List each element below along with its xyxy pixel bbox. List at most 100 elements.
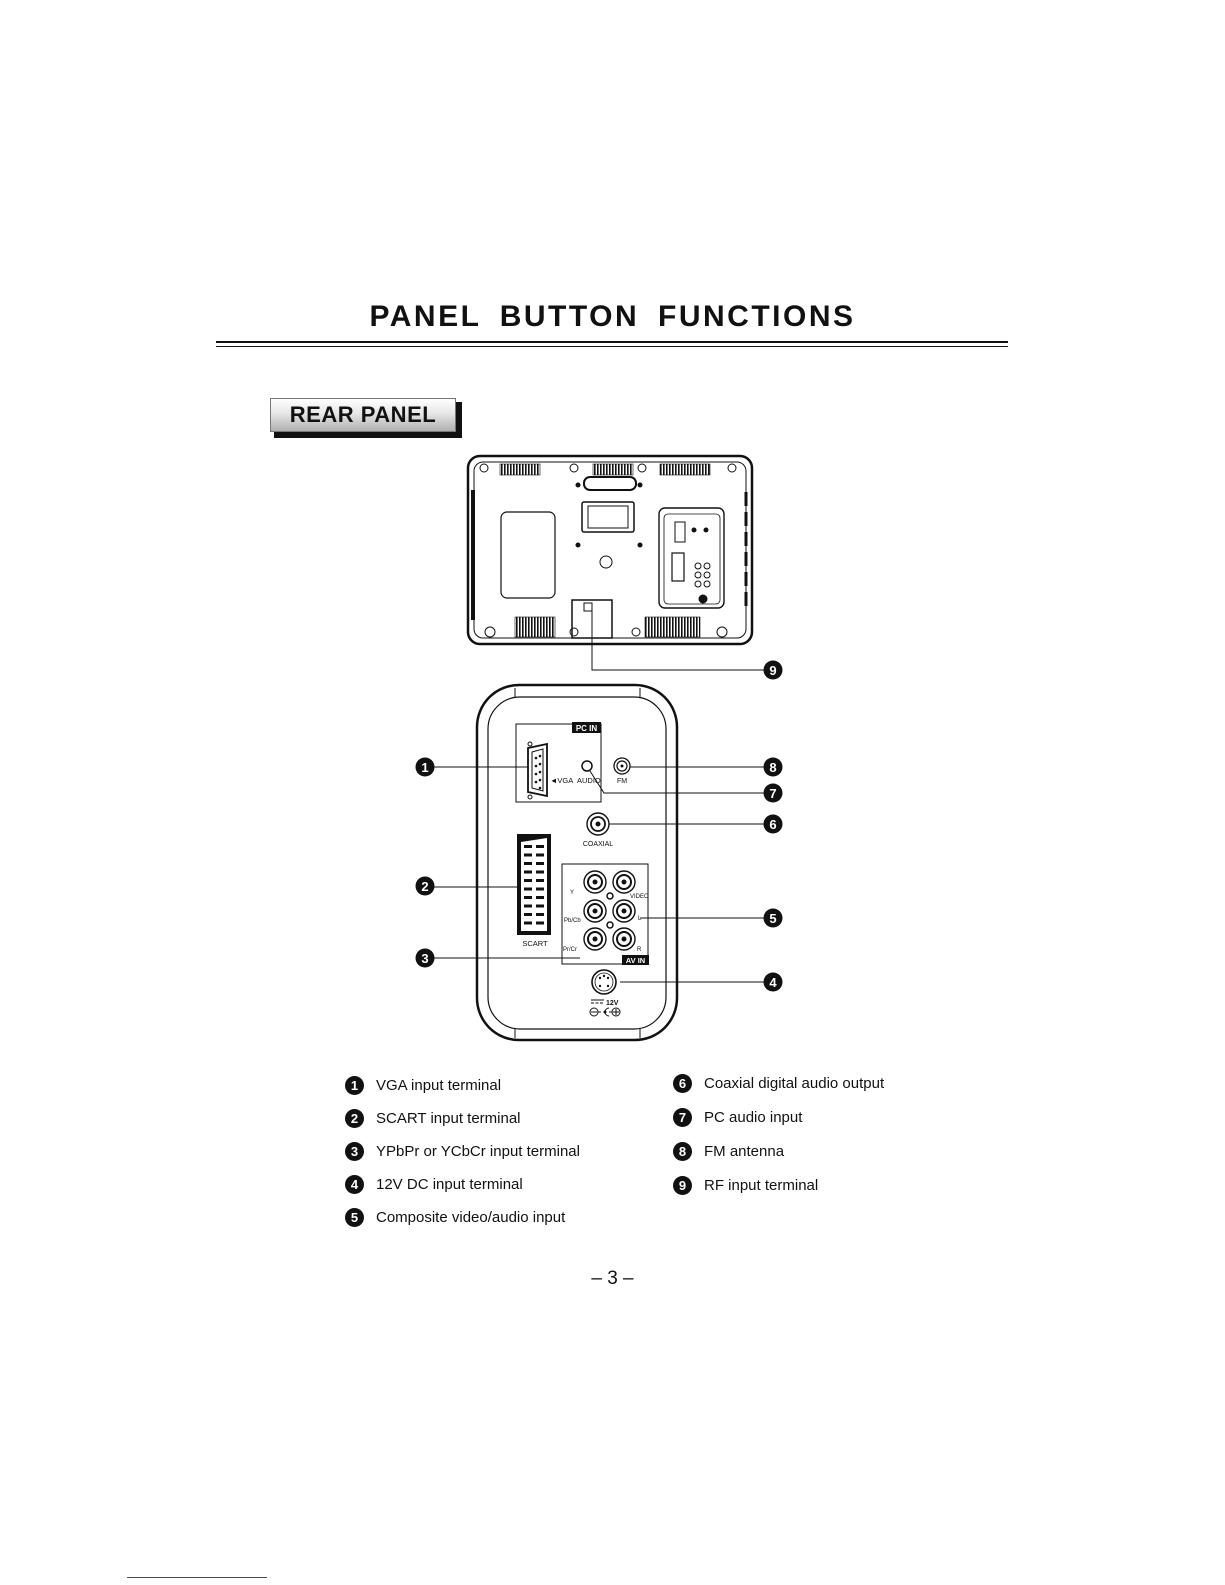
tv-port-panel [658, 507, 725, 609]
footer-link-underline [127, 1577, 267, 1578]
scart-pin [524, 862, 532, 865]
legend-badge-1: 1 [345, 1075, 364, 1095]
scart-pin [524, 879, 532, 882]
callout-1-text: 1 [421, 760, 428, 775]
scart-label: SCART [522, 939, 548, 948]
scart-pin [524, 845, 532, 848]
rca-jack [592, 879, 598, 885]
callout-2-text: 2 [421, 879, 428, 894]
rear-panel-diagram: PC IN ◄VGA AUDIO FM COAXIAL SCART AV IN [415, 454, 783, 1042]
tv-bracket-inner [587, 505, 629, 529]
r-label: R [637, 947, 642, 953]
audio-label: AUDIO [577, 776, 601, 785]
fm-connector-pin [620, 764, 624, 768]
legend-text-1: VGA input terminal [376, 1076, 502, 1094]
rca-jack [592, 908, 598, 914]
callout-5: 5 [763, 908, 783, 928]
mount-hole [575, 542, 581, 548]
vga-pins [534, 754, 542, 790]
rca-jack [592, 936, 598, 942]
rca-ground [606, 921, 614, 929]
callout-3: 3 [415, 948, 435, 968]
callout-6-text: 6 [769, 817, 776, 832]
rca-jack [621, 908, 627, 914]
rca-ground [606, 892, 614, 900]
vga-connector-inner [531, 748, 544, 792]
rca-jack [583, 927, 607, 951]
legend-badge-2: 2 [345, 1108, 364, 1128]
rca-jack [587, 903, 603, 919]
scart-pin [524, 904, 532, 908]
legend-text-9: RF input terminal [704, 1176, 819, 1194]
legend-badge-8: 8 [673, 1141, 692, 1161]
dc-jack-ring [594, 972, 614, 992]
tv-rear-label-area [500, 511, 556, 599]
pb-cb-label: Pb/Cb [564, 918, 581, 924]
tv-bracket [581, 501, 635, 533]
scart-pin [536, 862, 544, 865]
callout-6: 6 [763, 814, 783, 834]
rca-jack [587, 874, 603, 890]
vga-screw [527, 794, 533, 800]
pr-cr-label: Pr/Cr [563, 947, 577, 953]
rca-jack [621, 936, 627, 942]
tv-rf-port [583, 602, 593, 612]
page-title: PANEL BUTTON FUNCTIONS [369, 300, 856, 333]
scart-pin [524, 913, 532, 916]
scart-connector-slot [521, 838, 547, 931]
legend-item-2: 2 SCART input terminal [345, 1104, 645, 1132]
tv-rca [703, 562, 711, 570]
title-rule-bottom [216, 346, 1008, 347]
rca-jack [583, 870, 607, 894]
legend-text-8: FM antenna [704, 1142, 785, 1160]
legend-text-3: YPbPr or YCbCr input terminal [376, 1142, 580, 1160]
scart-pin [536, 870, 544, 874]
scart-pins [524, 845, 544, 925]
rca-jack [616, 931, 632, 947]
screw-top-right [727, 463, 737, 473]
fm-label: FM [617, 778, 627, 785]
callout-8: 8 [763, 757, 783, 777]
scart-pin [524, 921, 532, 925]
callout-8-text: 8 [769, 760, 776, 775]
polarity-symbol [589, 1007, 621, 1017]
av-in-label: AV IN [626, 956, 645, 965]
legend-text-7: PC audio input [704, 1108, 803, 1126]
pc-in-label: PC IN [576, 724, 598, 733]
av-in-tag [622, 955, 649, 965]
l-label: L [638, 916, 642, 922]
scart-pin [536, 853, 544, 857]
pc-in-frame [515, 723, 602, 803]
scart-pin [536, 896, 544, 899]
rca-jack [612, 927, 636, 951]
mount-hole [637, 542, 643, 548]
rca-jack [583, 899, 607, 923]
vent-top-left [499, 463, 541, 476]
rca-jack [612, 899, 636, 923]
legend-text-2: SCART input terminal [376, 1109, 521, 1127]
legend-badge-3: 3 [345, 1141, 364, 1161]
callout-5-text: 5 [769, 911, 776, 926]
callout-7-text: 7 [769, 786, 776, 801]
scart-pin [524, 896, 532, 899]
scart-pin [536, 913, 544, 916]
scart-pin [524, 853, 532, 857]
tv-rca [703, 571, 711, 579]
page-number: – 3 – [591, 1268, 634, 1289]
foot-left [484, 626, 496, 638]
audio-jack [581, 760, 593, 772]
tv-audio-port [691, 527, 697, 533]
mount-hole [637, 482, 643, 488]
callout-line-9 [591, 611, 770, 671]
screw-top-mid-right [637, 463, 647, 473]
tv-vga-port [674, 521, 686, 543]
panel-inner [487, 696, 667, 1030]
dc-12v-label: 12V [606, 1000, 619, 1007]
coaxial-jack-pin [595, 821, 601, 827]
callout-1: 1 [415, 757, 435, 777]
rca-jack [612, 870, 636, 894]
tv-rca [694, 571, 702, 579]
fm-connector [613, 757, 631, 775]
